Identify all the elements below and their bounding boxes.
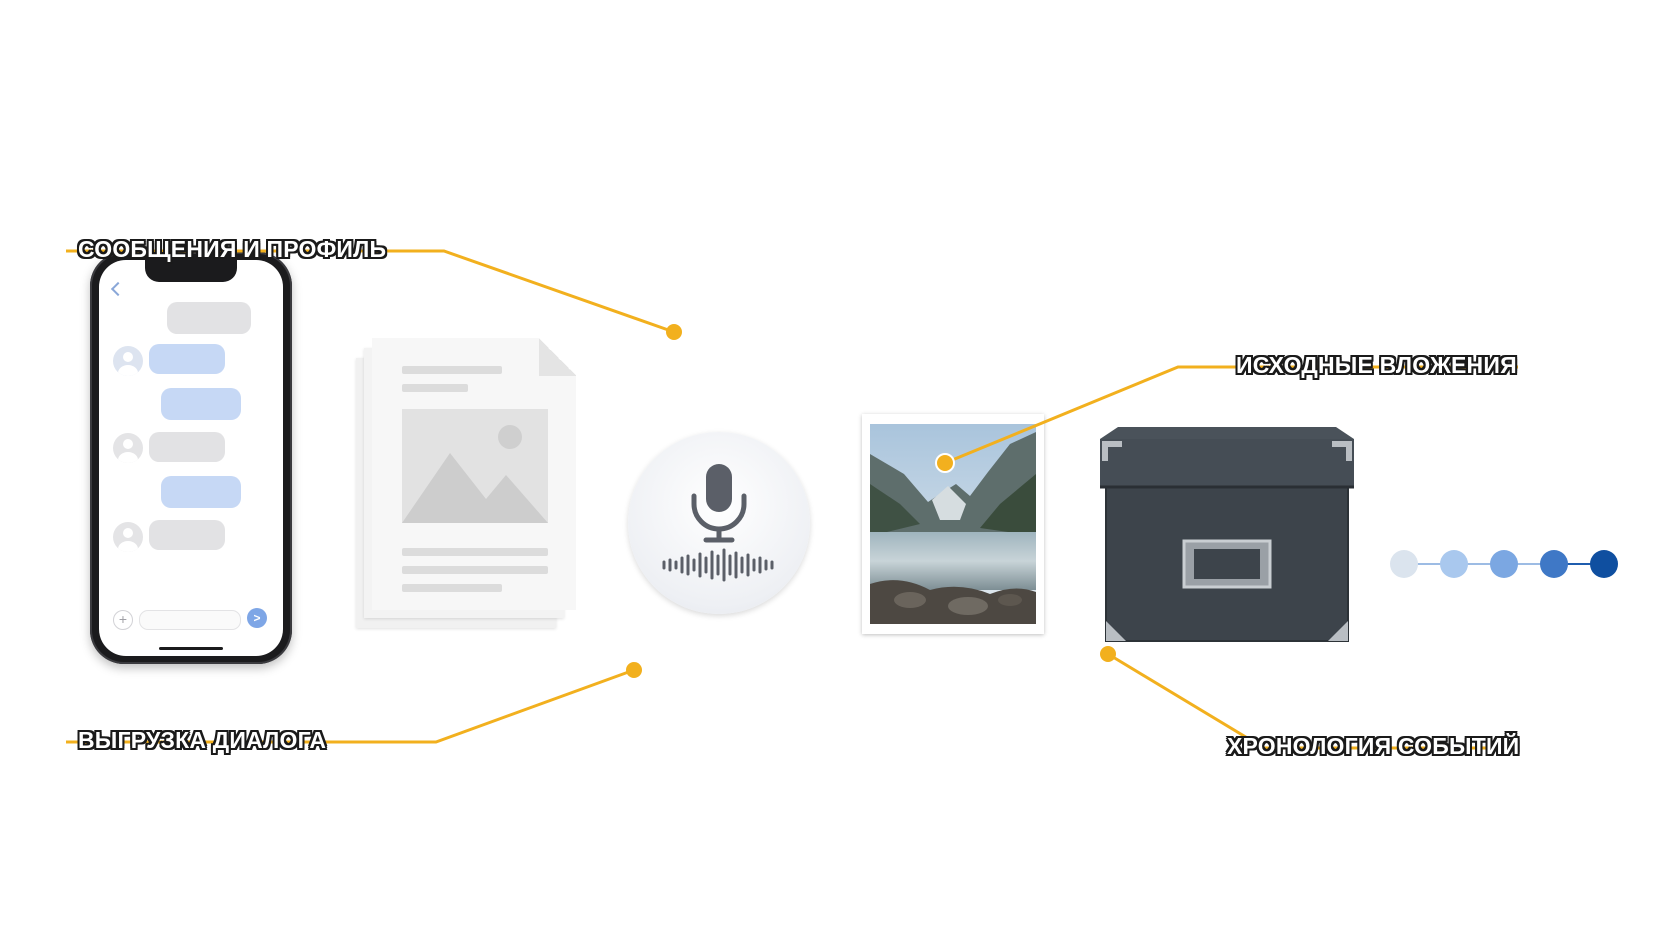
message-input-bar	[139, 610, 241, 630]
document-text-line	[402, 366, 502, 374]
landscape-photo-icon	[862, 414, 1044, 634]
document-text-line	[402, 548, 548, 556]
document-text-line	[402, 384, 468, 392]
label-dialog-export: ВЫГРУЗКА ДИАЛОГА	[78, 727, 327, 753]
chat-bubble-outgoing	[161, 476, 241, 508]
chat-bubble-incoming	[149, 520, 225, 550]
home-indicator	[159, 647, 223, 650]
timeline-dot	[1540, 550, 1568, 578]
timeline-dot	[1390, 550, 1418, 578]
phone-screen: + >	[99, 260, 283, 656]
back-chevron-icon	[110, 281, 126, 297]
chat-bubble-outgoing	[167, 302, 251, 334]
plus-icon: +	[113, 610, 133, 630]
timeline-dot	[1490, 550, 1518, 578]
avatar-icon	[113, 433, 143, 463]
chat-bubble-incoming	[149, 432, 225, 462]
archive-box-icon	[1100, 425, 1354, 645]
microphone-waveform-icon	[628, 432, 810, 614]
timeline-dot	[1590, 550, 1618, 578]
avatar-icon	[113, 346, 143, 376]
phone-notch	[145, 260, 237, 282]
smartphone-chat-icon: + >	[90, 252, 292, 664]
timeline-dot	[1440, 550, 1468, 578]
document-corner-fold	[539, 338, 576, 376]
label-event-chronology: ХРОНОЛОГИЯ СОБЫТИЙ	[1227, 733, 1520, 759]
label-messages-profile: СООБЩЕНИЯ И ПРОФИЛЬ	[78, 236, 387, 262]
photo-image	[870, 424, 1036, 624]
image-placeholder-icon	[402, 409, 548, 523]
send-icon: >	[247, 608, 267, 628]
document-text-line	[402, 566, 548, 574]
chat-bubble-incoming	[149, 344, 225, 374]
document-text-line	[402, 584, 502, 592]
chat-bubble-outgoing	[161, 388, 241, 420]
avatar-icon	[113, 522, 143, 552]
label-source-attachments: ИСХОДНЫЕ ВЛОЖЕНИЯ	[1236, 352, 1517, 378]
